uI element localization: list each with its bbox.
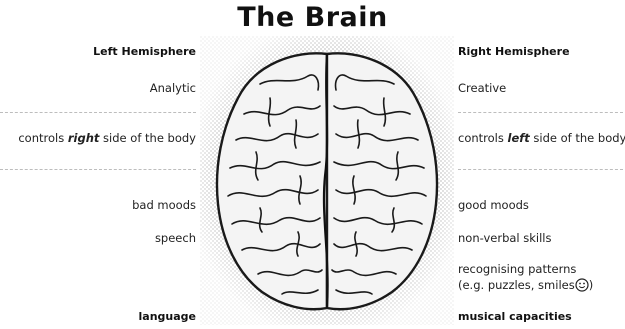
left-separator-1 — [0, 112, 196, 113]
left-bad-moods-label: bad moods — [132, 198, 196, 212]
right-good-moods-label: good moods — [458, 198, 529, 212]
right-hemisphere-header: Right Hemisphere — [458, 45, 570, 58]
left-controls-emphasis: right — [68, 131, 100, 145]
smiley-icon — [575, 278, 589, 292]
right-controls-emphasis: left — [508, 131, 530, 145]
left-hemisphere-column: Left Hemisphere Analytic controls right … — [0, 0, 198, 325]
left-language-label: language — [139, 310, 197, 323]
right-non-verbal-label: non-verbal skills — [458, 231, 552, 245]
brain-illustration — [200, 36, 454, 325]
left-controls-label: controls right side of the body — [18, 131, 196, 145]
left-speech-label: speech — [155, 231, 196, 245]
right-creative-label: Creative — [458, 81, 506, 95]
right-controls-prefix: controls — [458, 131, 508, 145]
right-controls-label: controls left side of the body — [458, 131, 625, 145]
left-hemisphere-header: Left Hemisphere — [93, 45, 196, 58]
left-separator-2 — [0, 169, 196, 170]
brain-svg — [200, 36, 454, 325]
right-hemisphere-column: Right Hemisphere Creative controls left … — [456, 0, 625, 325]
left-analytic-label: Analytic — [150, 81, 196, 95]
right-controls-suffix: side of the body — [530, 131, 625, 145]
right-musical-label: musical capacities — [458, 310, 572, 323]
right-patterns-line2: (e.g. puzzles, smiles) — [458, 278, 593, 292]
right-patterns-close: ) — [589, 278, 594, 292]
left-controls-suffix: side of the body — [99, 131, 196, 145]
right-patterns-line1: recognising patterns — [458, 262, 576, 276]
right-patterns-text: (e.g. puzzles, smiles — [458, 278, 575, 292]
right-separator-1 — [458, 112, 623, 113]
left-controls-prefix: controls — [18, 131, 68, 145]
right-separator-2 — [458, 169, 623, 170]
